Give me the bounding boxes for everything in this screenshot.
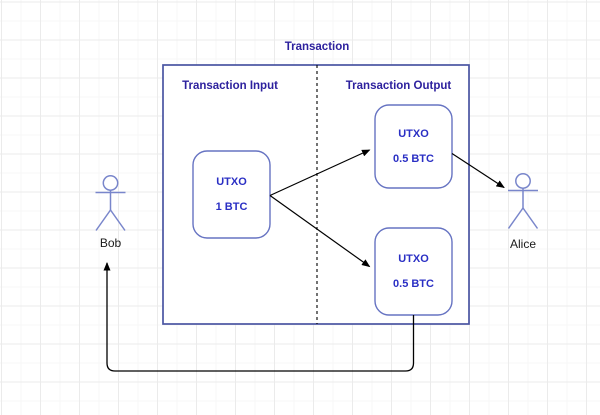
transaction-title: Transaction xyxy=(284,41,350,53)
transaction-input-section-label: Transaction Input xyxy=(182,80,278,92)
utxo-input-label: UTXO xyxy=(216,175,247,188)
utxo-input-box xyxy=(192,150,271,239)
arrow-input-to-output-bottom xyxy=(269,195,371,268)
arrow-change-return-to-bob xyxy=(103,262,415,372)
alice-actor-label: Alice xyxy=(509,237,536,251)
utxo-output-top-label: UTXO xyxy=(398,127,429,140)
bob-actor-label: Bob xyxy=(99,236,122,250)
utxo-output-bottom-label: UTXO xyxy=(398,252,429,265)
utxo-output-top-amount: 0.5 BTC xyxy=(393,152,434,165)
transaction-output-section-label: Transaction Output xyxy=(345,80,452,92)
utxo-input-amount: 1 BTC xyxy=(215,200,248,213)
utxo-output-box-top xyxy=(374,104,453,189)
utxo-output-node-top: UTXO 0.5 BTC xyxy=(375,105,452,188)
arrow-output-to-alice xyxy=(451,152,505,189)
utxo-input-node: UTXO 1 BTC xyxy=(193,151,270,238)
arrow-input-to-output-top xyxy=(269,149,371,197)
alice-actor-icon xyxy=(507,173,539,229)
bob-actor-icon xyxy=(95,175,126,231)
utxo-output-bottom-amount: 0.5 BTC xyxy=(393,277,434,290)
utxo-output-node-bottom: UTXO 0.5 BTC xyxy=(375,228,452,315)
